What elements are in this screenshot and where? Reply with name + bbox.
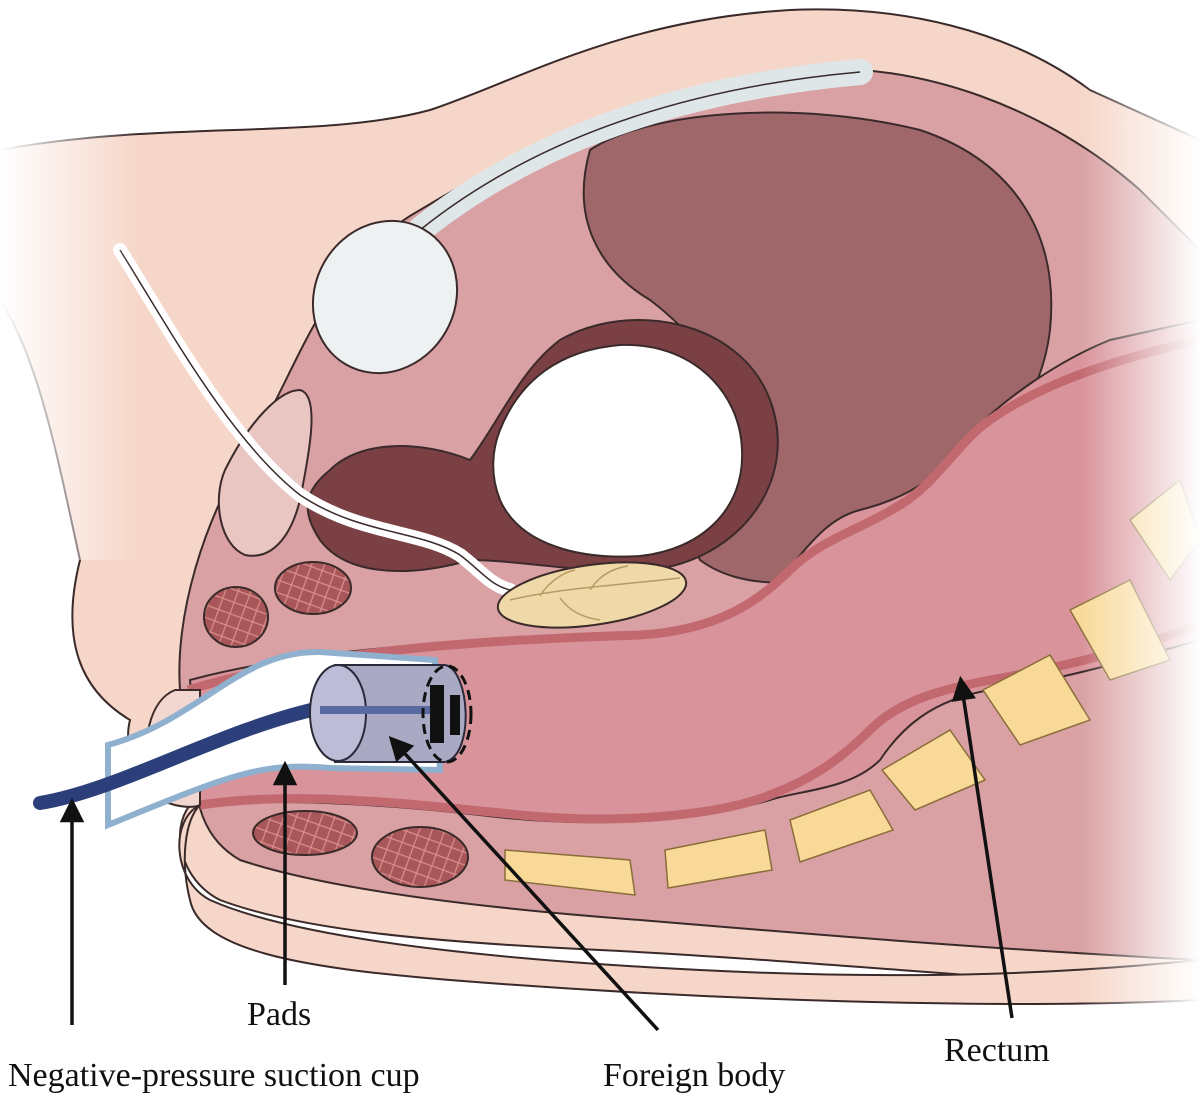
muscle-upper-left xyxy=(204,587,268,647)
muscle-lower-right xyxy=(372,827,468,887)
label-rectum: Rectum xyxy=(944,1032,1050,1069)
fade-right xyxy=(1080,0,1200,1106)
label-suction-cup: Negative-pressure suction cup xyxy=(8,1057,420,1094)
muscle-upper-right xyxy=(275,562,351,614)
label-foreign-body: Foreign body xyxy=(603,1057,785,1094)
fade-left xyxy=(0,0,140,560)
muscle-lower-left xyxy=(253,811,357,855)
label-pads: Pads xyxy=(247,996,311,1033)
